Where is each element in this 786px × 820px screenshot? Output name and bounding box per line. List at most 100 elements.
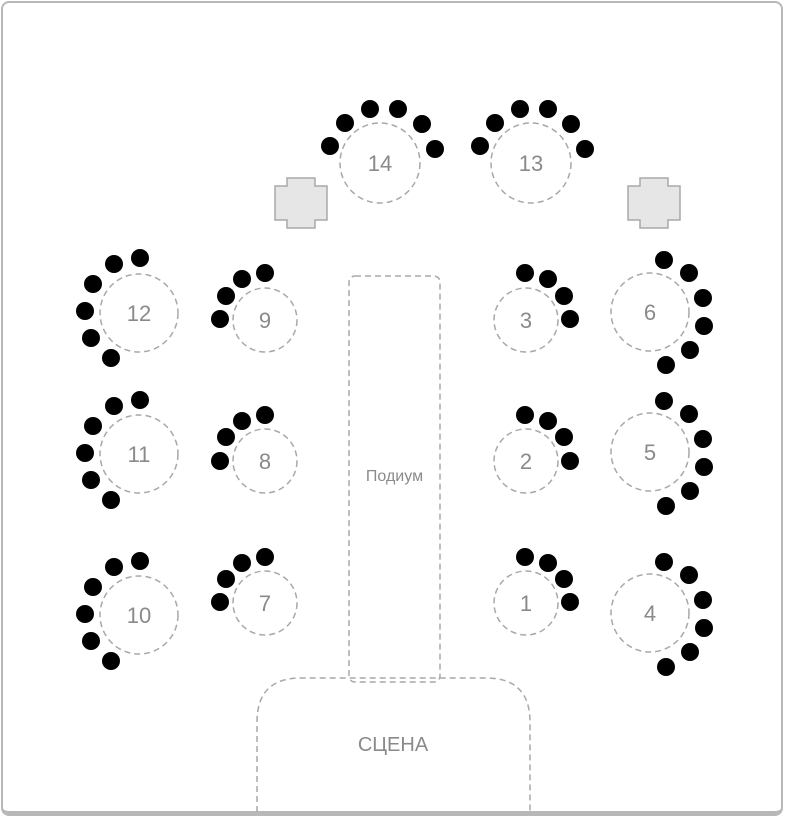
seat[interactable] <box>84 578 102 596</box>
seat[interactable] <box>131 552 149 570</box>
seat[interactable] <box>561 593 579 611</box>
seat[interactable] <box>694 591 712 609</box>
seat[interactable] <box>695 619 713 637</box>
table-outline <box>99 414 179 494</box>
seat[interactable] <box>511 100 529 118</box>
seat[interactable] <box>233 412 251 430</box>
table-7[interactable]: 7 <box>211 548 298 636</box>
seat[interactable] <box>256 548 274 566</box>
seat[interactable] <box>361 100 379 118</box>
seat[interactable] <box>217 428 235 446</box>
table-9[interactable]: 9 <box>211 264 298 353</box>
seat[interactable] <box>695 458 713 476</box>
seat[interactable] <box>539 554 557 572</box>
seat[interactable] <box>680 566 698 584</box>
seat[interactable] <box>681 643 699 661</box>
seat[interactable] <box>680 405 698 423</box>
seat[interactable] <box>105 255 123 273</box>
seat[interactable] <box>471 137 489 155</box>
table-outline <box>610 412 690 492</box>
seat[interactable] <box>655 553 673 571</box>
table-8[interactable]: 8 <box>211 406 298 494</box>
seat[interactable] <box>336 114 354 132</box>
seat[interactable] <box>256 406 274 424</box>
seat[interactable] <box>561 310 579 328</box>
seat[interactable] <box>211 310 229 328</box>
seat[interactable] <box>657 658 675 676</box>
table-6[interactable]: 6 <box>610 251 713 374</box>
seat[interactable] <box>102 491 120 509</box>
seat[interactable] <box>516 264 534 282</box>
table-5[interactable]: 5 <box>610 392 713 515</box>
table-2[interactable]: 2 <box>493 406 579 494</box>
table-13[interactable]: 13 <box>471 100 594 204</box>
seat[interactable] <box>389 100 407 118</box>
podium[interactable]: Подиум <box>348 275 441 683</box>
seat[interactable] <box>516 406 534 424</box>
seat[interactable] <box>211 452 229 470</box>
table-outline <box>490 122 572 204</box>
seat[interactable] <box>105 397 123 415</box>
table-outline <box>232 570 298 636</box>
table-3[interactable]: 3 <box>493 264 579 353</box>
seat[interactable] <box>82 471 100 489</box>
seat[interactable] <box>562 115 580 133</box>
seat[interactable] <box>76 605 94 623</box>
table-outline <box>339 122 421 204</box>
seat[interactable] <box>655 392 673 410</box>
seat[interactable] <box>576 140 594 158</box>
seat[interactable] <box>82 632 100 650</box>
stage[interactable]: СЦЕНА <box>256 677 531 812</box>
table-4[interactable]: 4 <box>610 553 713 676</box>
seat[interactable] <box>131 249 149 267</box>
seat[interactable] <box>655 251 673 269</box>
table-number: 4 <box>644 601 656 626</box>
seat[interactable] <box>657 356 675 374</box>
table-11[interactable]: 11 <box>76 391 179 509</box>
seat[interactable] <box>102 349 120 367</box>
seat[interactable] <box>82 329 100 347</box>
seat[interactable] <box>321 137 339 155</box>
seat[interactable] <box>539 100 557 118</box>
table-number: 11 <box>128 442 151 467</box>
seat[interactable] <box>680 264 698 282</box>
seat[interactable] <box>131 391 149 409</box>
seat[interactable] <box>426 140 444 158</box>
seat[interactable] <box>84 417 102 435</box>
seat[interactable] <box>539 270 557 288</box>
seat[interactable] <box>561 452 579 470</box>
seat[interactable] <box>695 317 713 335</box>
seat[interactable] <box>256 264 274 282</box>
table-number: 10 <box>127 603 151 628</box>
seat[interactable] <box>555 428 573 446</box>
seat[interactable] <box>486 114 504 132</box>
seat[interactable] <box>694 430 712 448</box>
seat[interactable] <box>555 287 573 305</box>
seat[interactable] <box>516 548 534 566</box>
seat[interactable] <box>217 287 235 305</box>
seat[interactable] <box>211 593 229 611</box>
seat[interactable] <box>657 497 675 515</box>
seat[interactable] <box>84 275 102 293</box>
table-number: 7 <box>259 591 271 616</box>
seat[interactable] <box>413 115 431 133</box>
seat[interactable] <box>681 341 699 359</box>
seat[interactable] <box>539 412 557 430</box>
seat[interactable] <box>233 554 251 572</box>
table-number: 6 <box>644 300 656 325</box>
seat[interactable] <box>681 482 699 500</box>
table-12[interactable]: 12 <box>76 249 179 367</box>
seat[interactable] <box>217 570 235 588</box>
seat[interactable] <box>105 558 123 576</box>
table-10[interactable]: 10 <box>76 552 179 670</box>
seat[interactable] <box>694 289 712 307</box>
seat[interactable] <box>233 270 251 288</box>
seat[interactable] <box>76 302 94 320</box>
table-1[interactable]: 1 <box>493 548 579 636</box>
table-14[interactable]: 14 <box>321 100 444 204</box>
table-number: 13 <box>519 151 543 176</box>
seat[interactable] <box>102 652 120 670</box>
seat[interactable] <box>76 444 94 462</box>
seat[interactable] <box>555 570 573 588</box>
